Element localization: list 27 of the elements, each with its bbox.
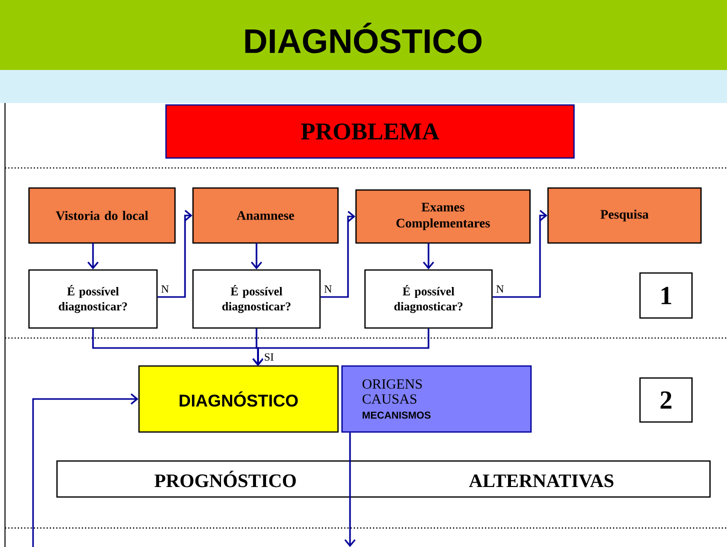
problem-box: PROBLEMA [165,104,575,159]
edge-label: SI [263,352,275,362]
number-box: 2 [639,377,693,423]
arrow [250,243,262,270]
process-box: Pesquisa [547,187,702,244]
process-box: Vistoria do local [28,187,176,244]
number-box: 1 [639,272,693,319]
title: DIAGNÓSTICO [245,22,482,54]
causes-box: ORIGENS CAUSAS MECANISMOS [341,365,532,433]
question-box: É possível diagnosticar? [192,269,321,329]
arrow [32,393,138,547]
diagnosis-box: DIAGNÓSTICO [138,365,339,433]
arrow [422,243,434,270]
edge-label: N [160,284,170,294]
arrow [87,243,99,270]
outcome-box: PROGNÓSTICO ALTERNATIVAS [56,460,711,498]
process-box: Exames Complementares [355,189,531,244]
arrow [344,432,356,547]
arrow [320,210,356,298]
process-box: Anamnese [192,187,339,244]
edge-label: N [495,284,505,294]
arrow [252,328,430,366]
arrow [492,210,548,298]
question-box: É possível diagnosticar? [364,269,493,329]
question-box: É possível diagnosticar? [28,269,158,329]
edge-label: N [323,284,333,294]
arrow [158,210,192,298]
